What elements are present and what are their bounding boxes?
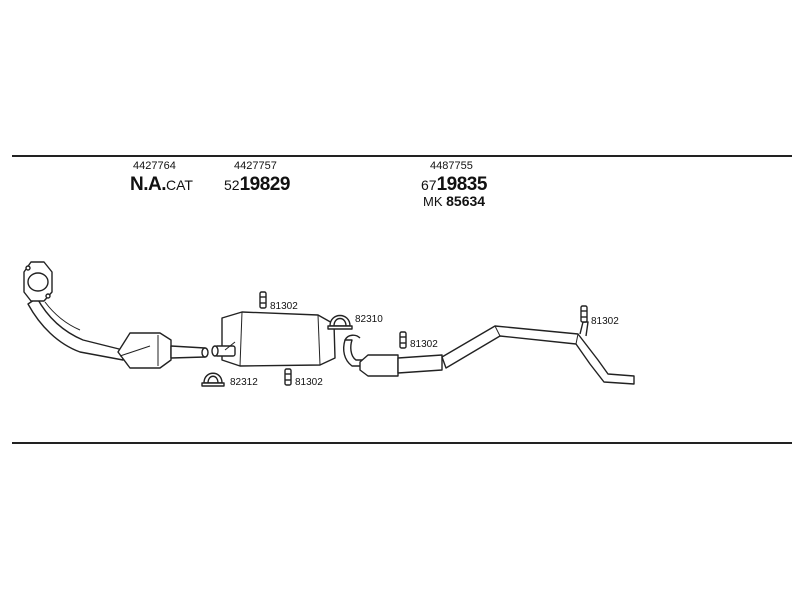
bottom-divider [12,442,792,444]
hanger-code-2: 81302 [295,377,323,388]
hanger-icon-1 [259,291,267,309]
rear-muffler-main: 19835 [436,174,488,195]
clamp-code-1: 82312 [230,377,258,388]
mounting-kit-prefix: MK [423,194,443,209]
downpipe-flange [23,261,53,302]
downpipe [23,261,124,361]
clamp-icon-2 [327,314,353,330]
tail-pipe [441,321,635,385]
hanger-icon-4 [580,305,588,323]
mounting-kit-number: 85634 [446,193,486,209]
mounting-kit-code: MK 85634 [423,193,485,209]
hanger-code-3: 81302 [410,339,438,350]
clamp-code-2: 82310 [355,314,383,325]
clamp-icon-1 [201,372,225,387]
hanger-code-4: 81302 [591,316,619,327]
front-muffler [211,311,336,367]
front-muffler-prefix: 52 [224,177,240,193]
hanger-code-1: 81302 [270,301,298,312]
rear-muffler [359,354,443,377]
front-muffler-main: 19829 [239,174,291,195]
cat-part-number: 4427764 [133,160,176,172]
cat-name-suffix: CAT [166,177,193,193]
rear-muffler-part-number: 4487755 [430,160,473,172]
catalytic-converter [117,332,209,369]
front-muffler-part-number: 4427757 [234,160,277,172]
hanger-icon-2 [284,368,292,386]
rear-muffler-code: 6719835 [421,174,487,196]
hanger-icon-3 [399,331,407,349]
front-muffler-code: 5219829 [224,174,290,196]
rear-muffler-prefix: 67 [421,177,437,193]
cat-name-main: N.A. [130,174,167,195]
cat-name: N.A.CAT [130,174,193,196]
top-divider [12,155,792,157]
